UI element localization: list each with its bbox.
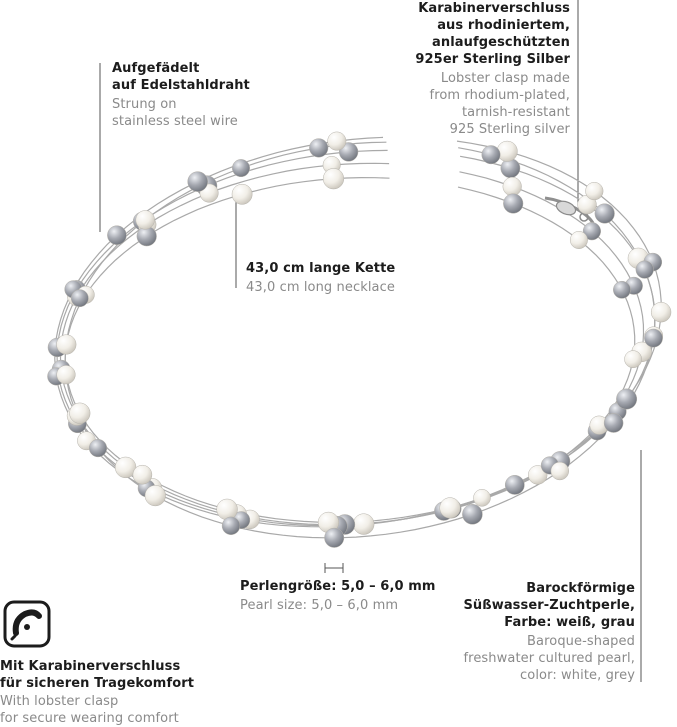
annotation-leader-lines <box>99 0 642 682</box>
length-annotation: 43,0 cm lange Kette 43,0 cm long necklac… <box>246 260 395 296</box>
pearl <box>624 350 642 369</box>
clasp-de-line: Karabinerverschluss <box>418 1 570 16</box>
clasp-en-line: tarnish-resistant <box>461 105 570 120</box>
pearl-de-line: Farbe: weiß, grau <box>504 615 635 630</box>
size-annotation: Perlengröße: 5,0 – 6,0 mm Pearl size: 5,… <box>240 578 436 614</box>
pearl <box>88 439 108 458</box>
wire-annotation: Aufgefädelt auf Edelstahldraht Strung on… <box>112 60 250 130</box>
wire-de-line: auf Edelstahldraht <box>112 78 250 93</box>
clasp-en-line: from rhodium-plated, <box>429 88 570 103</box>
pearl <box>231 183 253 205</box>
pearl-de-line: Barockförmige <box>526 581 635 596</box>
pearl-en-line: Baroque-shaped <box>527 634 635 649</box>
pearl <box>144 485 166 507</box>
pearl <box>56 334 77 355</box>
pearl <box>496 140 518 162</box>
pearl-en-line: freshwater cultured pearl, <box>463 651 635 666</box>
pearl-annotation: Barockförmige Süßwasser-Zuchtperle, Farb… <box>463 580 635 684</box>
pearl <box>135 210 155 230</box>
pearl <box>132 464 153 485</box>
pearl <box>324 527 345 548</box>
pearl <box>353 513 375 535</box>
wire-en-line: Strung on <box>112 97 177 112</box>
pearl <box>309 138 329 158</box>
clasp-de-line: anlaufgeschützten <box>431 35 570 50</box>
pearl <box>232 159 250 178</box>
pearl <box>500 158 521 179</box>
pearl <box>635 260 654 279</box>
comfort-annotation: Mit Karabinerverschluss für sicheren Tra… <box>0 658 194 727</box>
pearl <box>594 203 615 224</box>
pearl <box>221 516 241 535</box>
pearl <box>502 176 522 197</box>
clasp-de-line: aus rhodiniertem, <box>437 18 570 33</box>
pearl <box>216 498 238 521</box>
necklace-pearls <box>47 131 672 548</box>
pearl <box>504 475 525 495</box>
comfort-de-line: Mit Karabinerverschluss <box>0 659 181 674</box>
pearl <box>462 504 483 525</box>
clasp-annotation: Karabinerverschluss aus rhodiniertem, an… <box>415 0 570 138</box>
clasp-de-line: 925er Sterling Silber <box>415 52 570 67</box>
pearl <box>322 168 345 190</box>
pearl <box>439 497 461 519</box>
pearl <box>644 328 663 348</box>
pearl <box>613 280 631 299</box>
wire-strand <box>64 176 636 524</box>
pearl <box>569 231 588 249</box>
size-de-line: Perlengröße: 5,0 – 6,0 mm <box>240 579 436 594</box>
pearl <box>70 289 89 308</box>
size-en-line: Pearl size: 5,0 – 6,0 mm <box>240 598 399 613</box>
pearl <box>616 388 638 410</box>
pearl <box>69 402 91 424</box>
pearl-en-line: color: white, grey <box>520 668 635 683</box>
lobster-clasp-icon <box>3 600 51 648</box>
pearl <box>650 302 672 323</box>
comfort-de-line: für sicheren Tragekomfort <box>0 676 195 691</box>
pearl <box>187 171 208 192</box>
length-de-line: 43,0 cm lange Kette <box>246 261 396 276</box>
pearl <box>603 413 624 433</box>
pearl-de-line: Süßwasser-Zuchtperle, <box>463 598 635 613</box>
pearl <box>585 182 604 201</box>
clasp-en-line: 925 Sterling silver <box>449 122 570 137</box>
comfort-en-line: for secure wearing comfort <box>0 711 179 726</box>
pearl <box>550 461 569 481</box>
pearl <box>481 145 501 165</box>
clasp-en-line: Lobster clasp made <box>440 71 570 86</box>
pearl <box>107 225 127 245</box>
wire-strand <box>59 162 645 526</box>
lobster-clasp <box>544 196 595 224</box>
wire-en-line: stainless steel wire <box>112 114 238 129</box>
wire-de-line: Aufgefädelt <box>112 61 200 76</box>
pearl <box>327 131 347 151</box>
pearl <box>582 222 601 241</box>
length-en-line: 43,0 cm long necklace <box>246 280 395 295</box>
pearl <box>56 365 76 385</box>
pearl <box>503 193 524 214</box>
comfort-en-line: With lobster clasp <box>0 694 119 709</box>
pearl <box>473 489 491 507</box>
